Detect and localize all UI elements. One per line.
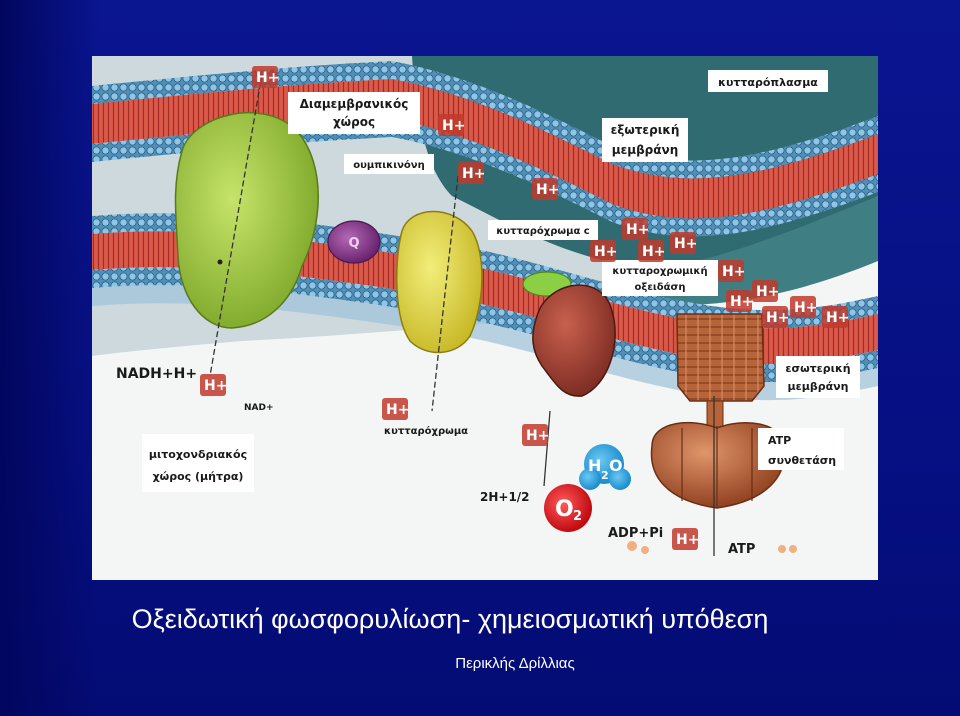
svg-text:H+: H+ <box>676 532 699 548</box>
water-h: H <box>588 456 601 475</box>
label-nad: NAD+ <box>244 403 274 413</box>
svg-text:H+: H+ <box>594 244 617 260</box>
svg-text:H+: H+ <box>794 300 817 316</box>
svg-text:H+: H+ <box>536 182 559 198</box>
label-intermembrane-1: Διαμεμβρανικός <box>300 97 409 111</box>
label-cytochrome-oxidase-1: κυτταροχρωμική <box>612 265 707 277</box>
label-atp: ATP <box>728 542 755 557</box>
svg-text:H+: H+ <box>626 222 649 238</box>
label-cytochrome: κυτταρόχρωμα <box>384 425 468 437</box>
svg-text:H+: H+ <box>722 264 745 280</box>
slide-author: Περικλής Δρίλλιας <box>455 655 575 672</box>
slide-title: Οξειδωτική φωσφορυλίωση- χημειοσμωτική υ… <box>131 604 769 634</box>
label-cytochrome-c: κυτταρόχρωμα c <box>496 225 590 237</box>
svg-text:H+: H+ <box>204 378 227 394</box>
label-adp: ADP+Pi <box>608 526 663 541</box>
svg-text:H+: H+ <box>756 284 779 300</box>
oxygen-2: 2 <box>573 509 582 524</box>
mitochondrial-membrane-diagram: Q H 2 O O 2 Διαμεμβρανικός χώρος ουμπικι… <box>92 56 878 580</box>
complex-1 <box>174 111 319 329</box>
atp-synthase-fo <box>676 313 765 402</box>
svg-text:H+: H+ <box>256 70 279 86</box>
water-o: O <box>609 456 623 475</box>
svg-text:H+: H+ <box>674 236 697 252</box>
label-intermembrane-2: χώρος <box>333 115 375 129</box>
label-outer-membrane-2: μεμβράνη <box>612 143 678 157</box>
ubiquinone <box>327 220 381 264</box>
label-atp-synthase-1: ATP <box>768 434 791 447</box>
oxygen-o: O <box>555 497 574 522</box>
complex-4 <box>532 284 616 397</box>
label-outer-membrane-1: εξωτερική <box>611 123 680 137</box>
label-atp-synthase-2: συνθετάση <box>768 454 836 467</box>
svg-text:H+: H+ <box>386 402 409 418</box>
svg-text:H+: H+ <box>526 428 549 444</box>
proton-ions: H+ H+ H+ H+ H+ H+ H+ H+ H+ H+ H+ H+ H+ H… <box>200 66 849 550</box>
label-nadh: NADH+H+ <box>116 366 197 382</box>
label-matrix-2: χώρος (μήτρα) <box>153 470 244 483</box>
label-reaction: 2H+1/2 <box>480 490 530 504</box>
svg-text:H+: H+ <box>642 244 665 260</box>
svg-text:H+: H+ <box>730 294 753 310</box>
label-cytochrome-oxidase-2: οξειδάση <box>635 281 686 293</box>
label-cytoplasm: κυτταρόπλασμα <box>718 76 818 89</box>
label-ubiquinone: ουμπικινόνη <box>353 159 424 171</box>
ubiquinone-symbol: Q <box>348 236 359 251</box>
label-matrix-1: μιτοχονδριακός <box>149 448 247 461</box>
complex-3 <box>396 210 483 354</box>
svg-text:H+: H+ <box>442 118 465 134</box>
svg-text:H+: H+ <box>462 166 485 182</box>
label-inner-membrane-2: μεμβράνη <box>788 380 849 393</box>
water-2: 2 <box>601 469 609 482</box>
svg-text:H+: H+ <box>826 310 849 326</box>
svg-text:H+: H+ <box>766 310 789 326</box>
label-inner-membrane-1: εσωτερική <box>785 362 850 375</box>
oxygen-molecule <box>544 484 592 532</box>
